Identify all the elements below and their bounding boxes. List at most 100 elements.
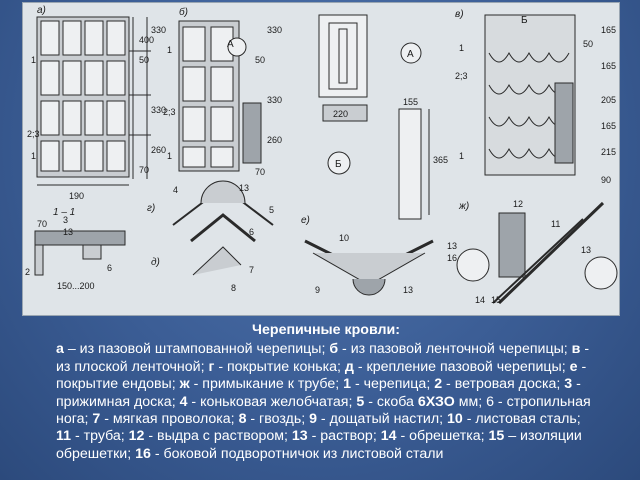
caption-text: - раствор; (307, 428, 381, 445)
part-s-2: 2 (25, 267, 30, 277)
part-b-0: 1 (167, 45, 172, 55)
dim-c-5: 215 (601, 147, 616, 157)
caption-text: - крепление пазовой черепицы; (353, 358, 570, 375)
dim-c-1: 50 (583, 39, 593, 49)
panel-g-ridge (172, 180, 274, 276)
caption-key: 11 (56, 428, 71, 445)
panel-letter-e: е) (301, 215, 310, 226)
caption-key: 13 (291, 428, 308, 445)
caption-text: - покрытие конька; (214, 358, 345, 375)
dim-a-3: 330 (151, 105, 166, 115)
roof-tile-drawing: а) б) в) г) д) е) ж) 1 – 1 400 50 330 33… (22, 2, 620, 316)
caption-key: 16 (135, 445, 151, 462)
part-a-1: 2;3 (27, 129, 40, 139)
caption-text: - листовая сталь; (462, 411, 581, 428)
panel-zh-chimney (456, 201, 618, 305)
caption-key: 12 (128, 428, 145, 445)
part-e-2: 13 (403, 285, 413, 295)
part-d-0: 7 (249, 265, 254, 275)
caption-text: - коньковая желобчатая; (187, 393, 357, 410)
caption-key: а (56, 341, 64, 358)
part-g-2: 5 (269, 205, 274, 215)
dim-b-3: 260 (267, 135, 282, 145)
panel-v-scales (484, 14, 576, 176)
part-g-3: 6 (249, 227, 254, 237)
dim-b-2: 330 (267, 95, 282, 105)
part-zh-5: 11 (551, 219, 560, 229)
dim-b-5: 220 (333, 109, 348, 119)
dim-c-3: 205 (601, 95, 616, 105)
caption-text: мм; 6 - стропильная нога; (56, 393, 591, 428)
caption-text: – изоляции обрешетки; (56, 428, 582, 462)
caption-text: - боковой подворотничок из листовой стал… (150, 445, 444, 462)
caption-key: 1 (343, 376, 352, 393)
panel-letter-zh: ж) (458, 201, 469, 212)
part-zh-2: 16 (447, 253, 457, 263)
caption-text: – из пазовой штампованной черепицы; (63, 341, 330, 358)
dim-section-0: 70 (37, 219, 47, 229)
panel-letter-a: а) (37, 5, 46, 16)
caption-key: 6ХЗО (417, 393, 455, 410)
caption-body: а – из пазовой штампованной черепицы; б … (56, 341, 596, 463)
dim-b-1: 50 (255, 55, 265, 65)
caption-text: - обрешетка; (396, 428, 489, 445)
dim-b-7: 365 (433, 155, 448, 165)
dim-c-6: 90 (601, 175, 611, 185)
panel-letter-d: д) (151, 257, 160, 268)
part-a-2: 1 (31, 151, 36, 161)
dim-a-1: 50 (139, 55, 149, 65)
part-zh-4: 15 (491, 295, 501, 305)
part-c-2: 1 (459, 151, 464, 161)
part-e-1: 9 (315, 285, 320, 295)
dim-a-5: 70 (139, 165, 149, 175)
callout-b: Б (335, 159, 342, 170)
dim-c-2: 165 (601, 61, 616, 71)
caption: Черепичные кровли: а – из пазовой штампо… (56, 322, 596, 463)
caption-key: 8 (238, 411, 247, 428)
part-b-1: 2;3 (163, 107, 176, 117)
caption-key: 10 (446, 411, 463, 428)
caption-key: 5 (356, 393, 365, 410)
caption-key: б (329, 341, 339, 358)
part-zh-3: 14 (475, 295, 485, 305)
caption-text: - ветровая доска; (442, 376, 565, 393)
caption-title: Черепичные кровли: (252, 322, 400, 338)
callout-a: А (227, 39, 234, 50)
caption-text: - из плоской ленточной; (56, 341, 590, 375)
caption-text: - черепица; (351, 376, 435, 393)
part-zh-0: 12 (513, 199, 523, 209)
caption-text: - дощатый настил; (316, 411, 447, 428)
caption-text: - примыкание к трубе; (189, 376, 344, 393)
caption-key: 14 (380, 428, 397, 445)
part-zh-6: 13 (581, 245, 591, 255)
section-1-1 (34, 230, 126, 276)
part-s-3: 6 (107, 263, 112, 273)
panel-letter-g: г) (147, 203, 155, 214)
caption-key: 9 (309, 411, 317, 428)
caption-text: - покрытие ендовы; (56, 358, 587, 393)
part-c-0: 1 (459, 43, 464, 53)
callout-b-2: Б (521, 15, 528, 26)
caption-text: - из пазовой ленточной черепицы; (338, 341, 572, 358)
caption-key: 2 (434, 376, 443, 393)
panel-a-tiles (36, 16, 151, 186)
dim-b-0: 330 (267, 25, 282, 35)
dim-a-0: 400 (139, 35, 154, 45)
panel-b-tiles (178, 14, 430, 220)
caption-text: - выдра с раствором; (144, 428, 292, 445)
part-c-1: 2;3 (455, 71, 468, 81)
caption-text: - прижимная доска; (56, 376, 581, 410)
section-label: 1 – 1 (53, 207, 75, 218)
caption-text: - гвоздь; (246, 411, 310, 428)
part-e-0: 10 (339, 233, 349, 243)
caption-text: - труба; (71, 428, 129, 445)
dim-c-0: 165 (601, 25, 616, 35)
dim-a-4: 260 (151, 145, 166, 155)
dim-c-4: 165 (601, 121, 616, 131)
caption-key: г (208, 358, 215, 375)
caption-text: - скоба (364, 393, 418, 410)
part-s-1: 13 (63, 227, 73, 237)
part-b-2: 1 (167, 151, 172, 161)
caption-text: - мягкая проволока; (100, 411, 239, 428)
panel-e-valley (304, 239, 434, 296)
